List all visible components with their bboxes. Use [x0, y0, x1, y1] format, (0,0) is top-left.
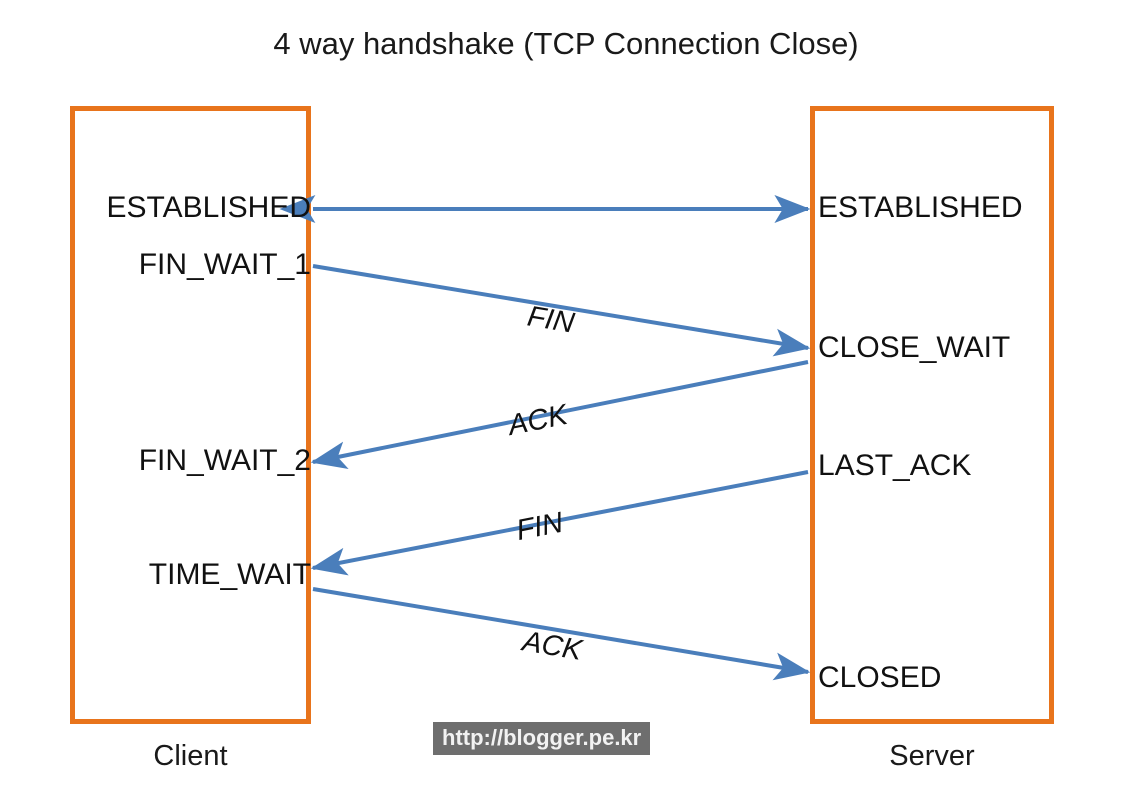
server-state-label: CLOSED: [818, 661, 942, 694]
server-state-label: LAST_ACK: [818, 449, 972, 482]
server-state-label: CLOSE_WAIT: [818, 331, 1011, 364]
message-label: ACK: [520, 625, 585, 667]
watermark: http://blogger.pe.kr: [433, 722, 651, 755]
client-lifeline-box: [70, 106, 311, 724]
message-label: ACK: [505, 398, 571, 443]
server-lifeline-box: [810, 106, 1054, 724]
client-state-label: TIME_WAIT: [148, 558, 311, 591]
client-state-label: FIN_WAIT_2: [138, 444, 311, 477]
server-state-label: ESTABLISHED: [818, 191, 1023, 224]
client-actor-label: Client: [153, 740, 228, 772]
client-state-label: ESTABLISHED: [106, 191, 311, 224]
page-title: 4 way handshake (TCP Connection Close): [273, 26, 859, 61]
client-state-label: FIN_WAIT_1: [138, 248, 311, 281]
message-label: FIN: [513, 506, 566, 548]
message-label: FIN: [525, 300, 577, 340]
server-actor-label: Server: [889, 740, 975, 772]
